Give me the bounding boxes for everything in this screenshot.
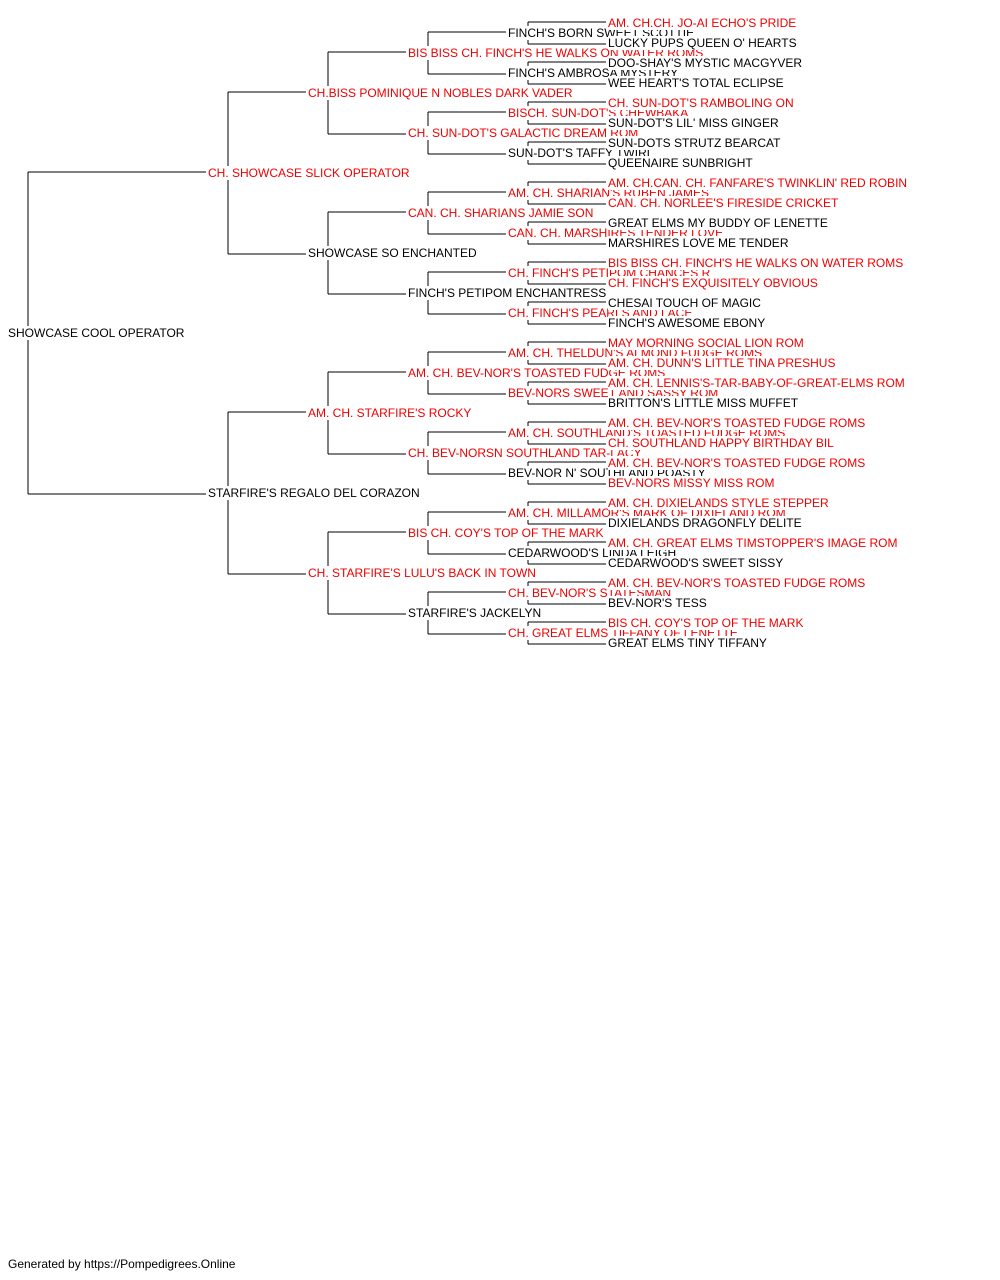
pedigree-entry-gen5: AM. CH. BEV-NOR'S TOASTED FUDGE ROMS [608,456,867,470]
pedigree-entry-gen5: QUEENAIRE SUNBRIGHT [608,156,754,170]
pedigree-entry-gen5: AM. CH.CH. JO-AI ECHO'S PRIDE [608,16,798,30]
pedigree-entry-gen5: CH. SOUTHLAND HAPPY BIRTHDAY BIL [608,436,835,450]
pedigree-entry-gen5: LUCKY PUPS QUEEN O' HEARTS [608,36,798,50]
pedigree-entry-gen5: SUN-DOTS STRUTZ BEARCAT [608,136,782,150]
pedigree-entry-gen5: AM. CH. BEV-NOR'S TOASTED FUDGE ROMS [608,576,867,590]
pedigree-entry-gen5: BIS BISS CH. FINCH'S HE WALKS ON WATER R… [608,256,905,270]
pedigree-entry-gen3: CAN. CH. SHARIANS JAMIE SON [408,206,595,220]
pedigree-entry-gen5: AM. CH. LENNIS'S-TAR-BABY-OF-GREAT-ELMS … [608,376,906,390]
pedigree-entry-gen3: CH. BEV-NORSN SOUTHLAND TAR-LACY [408,446,643,460]
pedigree-entry-gen5: CAN. CH. NORLEE'S FIRESIDE CRICKET [608,196,840,210]
pedigree-entry-gen3: AM. CH. BEV-NOR'S TOASTED FUDGE ROMS [408,366,667,380]
pedigree-entry-gen2: SHOWCASE SO ENCHANTED [308,246,478,260]
pedigree-entry-gen5: AM. CH. BEV-NOR'S TOASTED FUDGE ROMS [608,416,867,430]
pedigree-entry-gen5: CH. SUN-DOT'S RAMBOLING ON [608,96,795,110]
pedigree-entry-gen5: AM. CH. DUNN'S LITTLE TINA PRESHUS [608,356,837,370]
pedigree-entry-gen5: AM. CH. DIXIELANDS STYLE STEPPER [608,496,830,510]
pedigree-entry-gen5: CEDARWOOD'S SWEET SISSY [608,556,785,570]
pedigree-entry-gen5: FINCH'S AWESOME EBONY [608,316,767,330]
footer-credit: Generated by https://Pompedigrees.Online [8,1257,236,1271]
pedigree-entry-gen5: BRITTON'S LITTLE MISS MUFFET [608,396,800,410]
pedigree-entry-gen5: AM. CH.CAN. CH. FANFARE'S TWINKLIN' RED … [608,176,909,190]
pedigree-entry-gen5: GREAT ELMS TINY TIFFANY [608,636,768,650]
pedigree-entry-gen5: BIS CH. COY'S TOP OF THE MARK [608,616,805,630]
pedigree-entry-gen3: BIS CH. COY'S TOP OF THE MARK [408,526,605,540]
pedigree-entry-gen5: BEV-NORS MISSY MISS ROM [608,476,776,490]
pedigree-entry-gen3: STARFIRE'S JACKELYN [408,606,543,620]
pedigree-entry-gen5: BEV-NOR'S TESS [608,596,708,610]
pedigree-entry-gen5: CH. FINCH'S EXQUISITELY OBVIOUS [608,276,819,290]
pedigree-entry-gen5: MARSHIRES LOVE ME TENDER [608,236,790,250]
pedigree-entry-gen5: SUN-DOT'S LIL' MISS GINGER [608,116,780,130]
pedigree-entry-gen5: GREAT ELMS MY BUDDY OF LENETTE [608,216,829,230]
pedigree-entry-gen0: SHOWCASE COOL OPERATOR [8,326,186,340]
pedigree-entry-gen5: DIXIELANDS DRAGONFLY DELITE [608,516,803,530]
pedigree-entry-gen5: DOO-SHAY'S MYSTIC MACGYVER [608,56,804,70]
pedigree-entry-gen5: CHESAI TOUCH OF MAGIC [608,296,762,310]
pedigree-entry-gen2: CH. STARFIRE'S LULU'S BACK IN TOWN [308,566,537,580]
pedigree-entry-gen2: AM. CH. STARFIRE'S ROCKY [308,406,473,420]
pedigree-entry-gen2: CH.BISS POMINIQUE N NOBLES DARK VADER [308,86,574,100]
pedigree-entry-gen3: FINCH'S PETIPOM ENCHANTRESS [408,286,608,300]
pedigree-entry-gen5: MAY MORNING SOCIAL LION ROM [608,336,805,350]
pedigree-entry-gen5: AM. CH. GREAT ELMS TIMSTOPPER'S IMAGE RO… [608,536,899,550]
pedigree-entry-gen1: CH. SHOWCASE SLICK OPERATOR [208,166,411,180]
pedigree-entry-gen5: WEE HEART'S TOTAL ECLIPSE [608,76,785,90]
pedigree-entry-gen3: CH. SUN-DOT'S GALACTIC DREAM ROM [408,126,640,140]
pedigree-entry-gen1: STARFIRE'S REGALO DEL CORAZON [208,486,421,500]
